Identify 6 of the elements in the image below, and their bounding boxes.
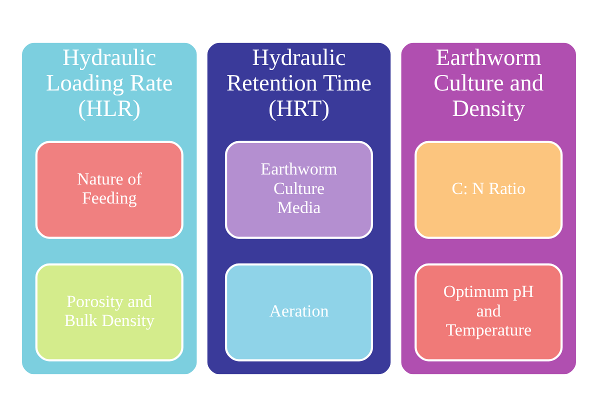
node-box: C: N Ratio	[414, 140, 563, 239]
node-box: Earthworm Culture Media	[224, 140, 374, 239]
node-box: Porosity and Bulk Density	[35, 263, 184, 362]
node-box: Optimum pH and Temperature	[414, 263, 563, 362]
node-box: Nature of Feeding	[35, 140, 184, 239]
node-box: Aeration	[224, 263, 374, 362]
